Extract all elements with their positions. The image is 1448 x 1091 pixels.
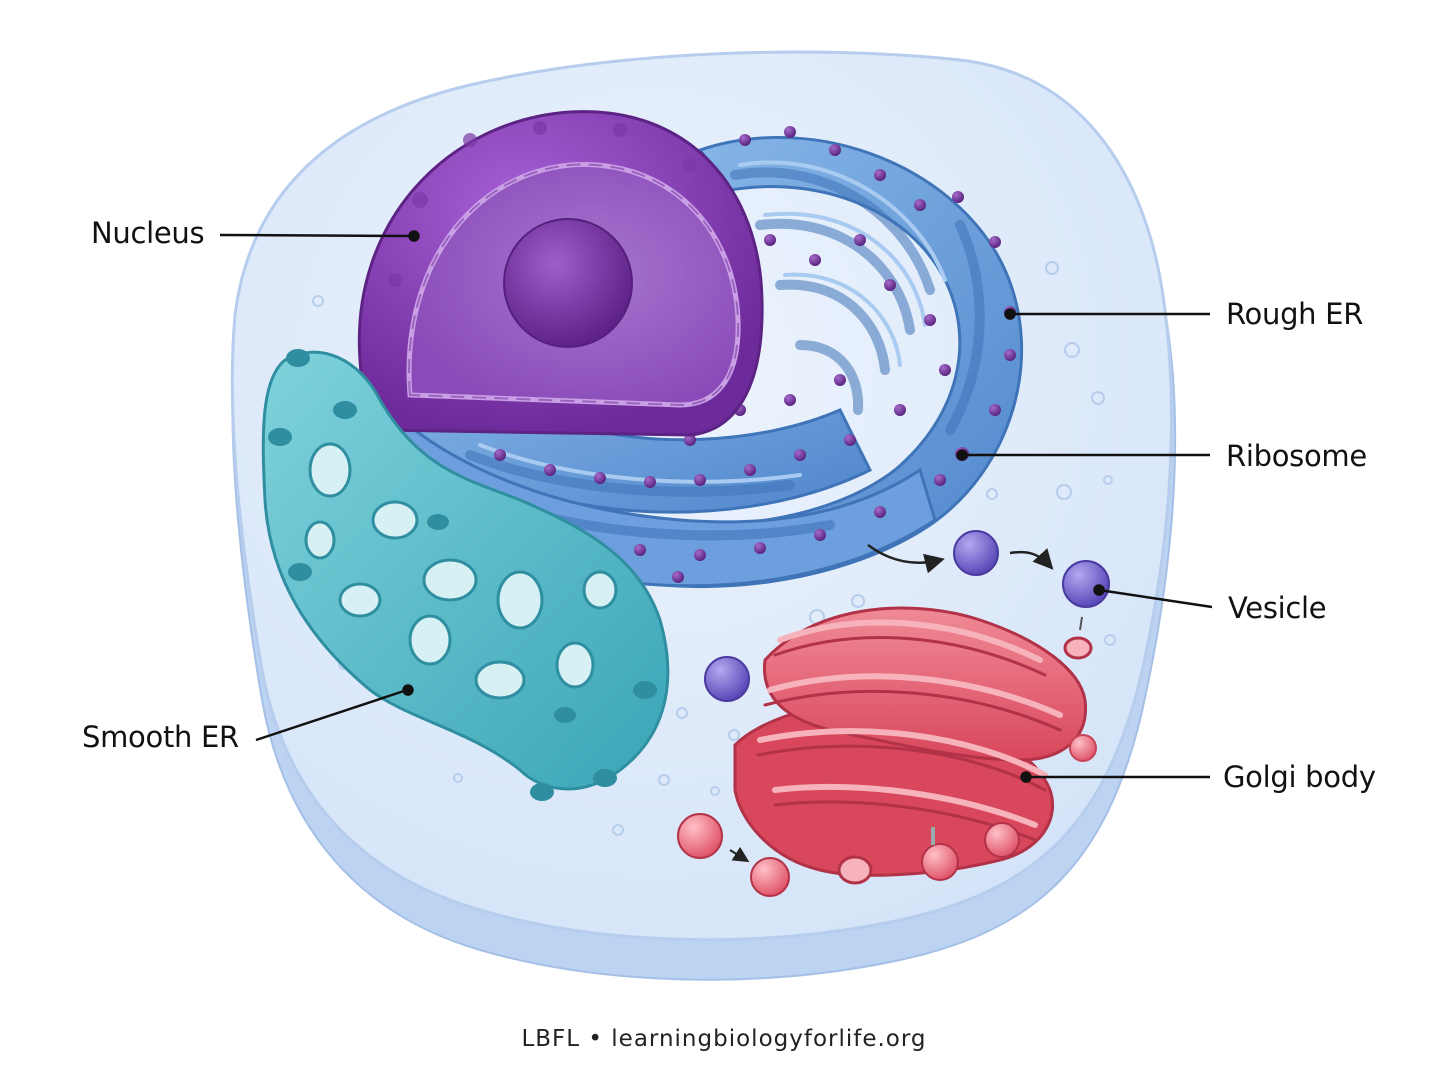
label-smooth-er: Smooth ER xyxy=(82,720,239,754)
nucleolus xyxy=(503,218,633,348)
leader-lines xyxy=(219,230,1213,783)
smooth-er xyxy=(261,349,670,801)
footer-credit: LBFL • learningbiologyforlife.org xyxy=(0,1026,1448,1052)
golgi-body xyxy=(733,606,1097,885)
label-rough-er: Rough ER xyxy=(1226,297,1364,331)
footer-separator: • xyxy=(588,1026,603,1052)
label-vesicle: Vesicle xyxy=(1228,591,1327,625)
vesicle xyxy=(1062,560,1110,608)
label-nucleus: Nucleus xyxy=(91,216,205,250)
label-golgi-body: Golgi body xyxy=(1223,760,1376,794)
footer-site: learningbiologyforlife.org xyxy=(611,1026,927,1052)
footer-brand: LBFL xyxy=(521,1026,581,1052)
free-vesicles xyxy=(677,530,1110,897)
label-ribosome: Ribosome xyxy=(1226,439,1367,473)
nucleus xyxy=(357,110,764,437)
cytoplasm-bubbles xyxy=(312,261,1116,836)
